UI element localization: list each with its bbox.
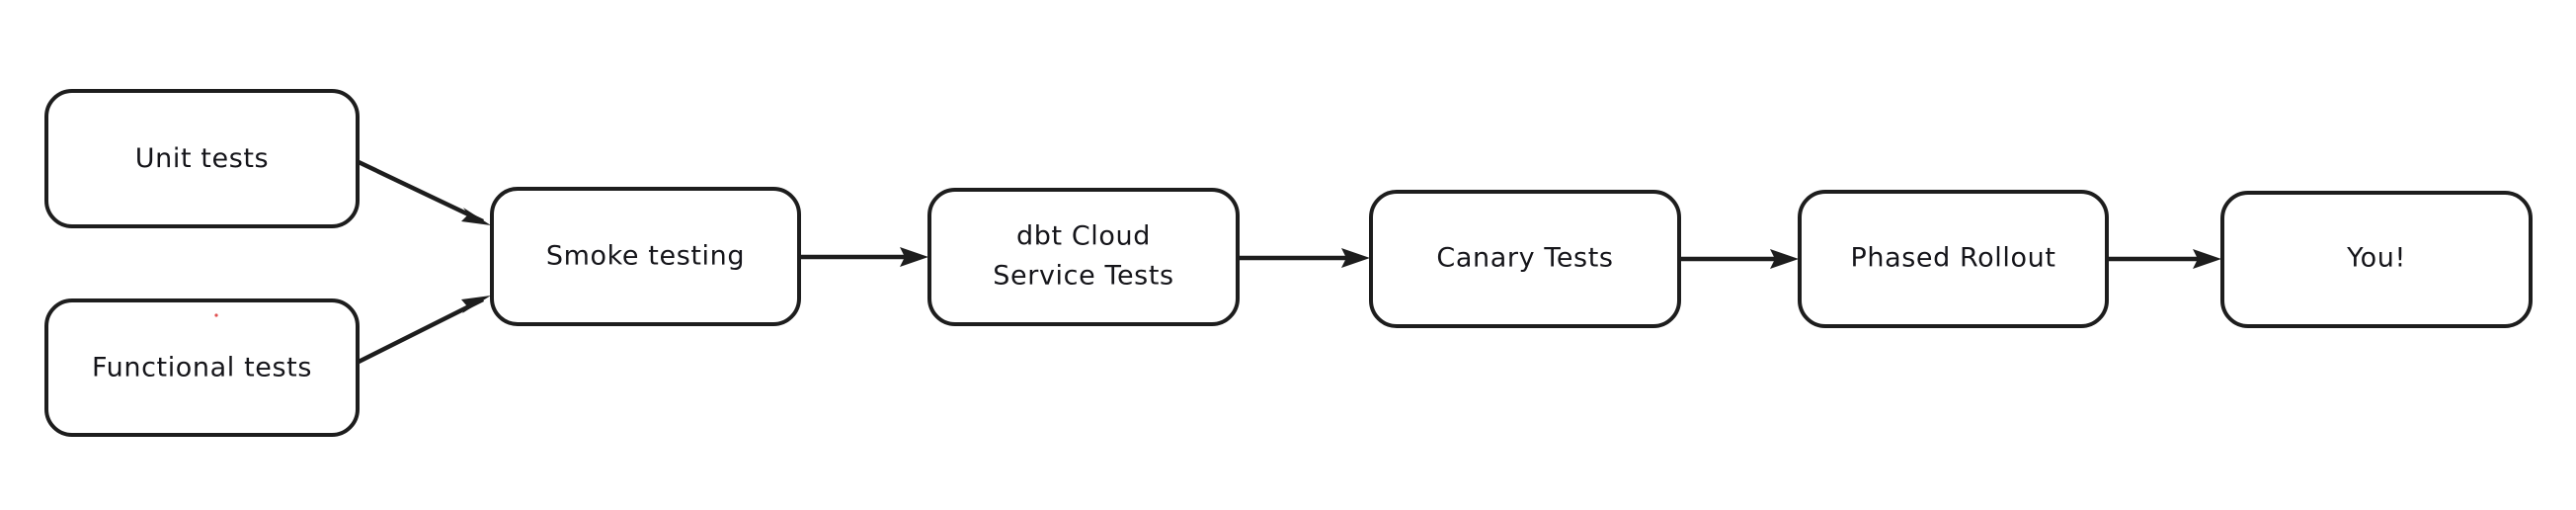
edge-canary-tests-to-phased-rollout: [1680, 249, 1799, 269]
edge-phased-rollout-to-you: [2108, 249, 2221, 269]
edge-canary-tests-to-phased-rollout-arrowhead: [1770, 249, 1799, 269]
node-dbt-cloud-service-tests[interactable]: dbt Cloud Service Tests: [927, 188, 1240, 326]
node-unit-tests[interactable]: Unit tests: [44, 89, 360, 228]
node-canary-tests-label: Canary Tests: [1436, 243, 1613, 274]
node-you[interactable]: You!: [2220, 191, 2533, 328]
node-unit-tests-label: Unit tests: [135, 143, 269, 174]
edge-functional-tests-to-smoke-testing: [357, 296, 491, 365]
edge-unit-tests-to-smoke-testing: [358, 159, 491, 225]
edge-smoke-testing-to-dbt-cloud-arrowhead: [900, 247, 928, 267]
node-you-shape[interactable]: [2220, 191, 2533, 328]
node-canary-tests[interactable]: Canary Tests: [1369, 190, 1681, 328]
edge-functional-tests-to-smoke-testing-line: [357, 297, 485, 365]
node-functional-tests[interactable]: Functional tests: [44, 298, 360, 437]
node-canary-tests-shape[interactable]: [1369, 190, 1681, 328]
node-smoke-testing-label: Smoke testing: [546, 241, 745, 272]
edge-smoke-testing-to-dbt-cloud: [800, 247, 928, 267]
edge-dbt-cloud-to-canary-tests: [1239, 248, 1370, 268]
stray-speck: [214, 313, 218, 317]
node-you-label: You!: [2346, 243, 2406, 274]
node-dbt-cloud-service-tests-shape[interactable]: [927, 188, 1240, 326]
edge-dbt-cloud-to-canary-tests-arrowhead: [1341, 248, 1370, 268]
node-smoke-testing-shape[interactable]: [490, 187, 801, 326]
node-dbt-cloud-service-tests-label-line2: Service Tests: [993, 261, 1173, 292]
node-functional-tests-label: Functional tests: [92, 353, 312, 383]
edge-phased-rollout-to-you-arrowhead: [2193, 249, 2221, 269]
node-functional-tests-shape[interactable]: [44, 298, 360, 437]
edge-unit-tests-to-smoke-testing-line: [358, 159, 484, 224]
node-phased-rollout-label: Phased Rollout: [1850, 243, 2055, 274]
node-phased-rollout-shape[interactable]: [1798, 190, 2109, 328]
node-dbt-cloud-service-tests-label-line1: dbt Cloud: [1016, 221, 1151, 252]
node-unit-tests-shape[interactable]: [44, 89, 360, 228]
node-phased-rollout[interactable]: Phased Rollout: [1798, 190, 2109, 328]
edge-unit-tests-to-smoke-testing-arrowhead: [461, 208, 491, 225]
edge-functional-tests-to-smoke-testing-arrowhead: [461, 296, 491, 313]
node-smoke-testing[interactable]: Smoke testing: [490, 187, 801, 326]
